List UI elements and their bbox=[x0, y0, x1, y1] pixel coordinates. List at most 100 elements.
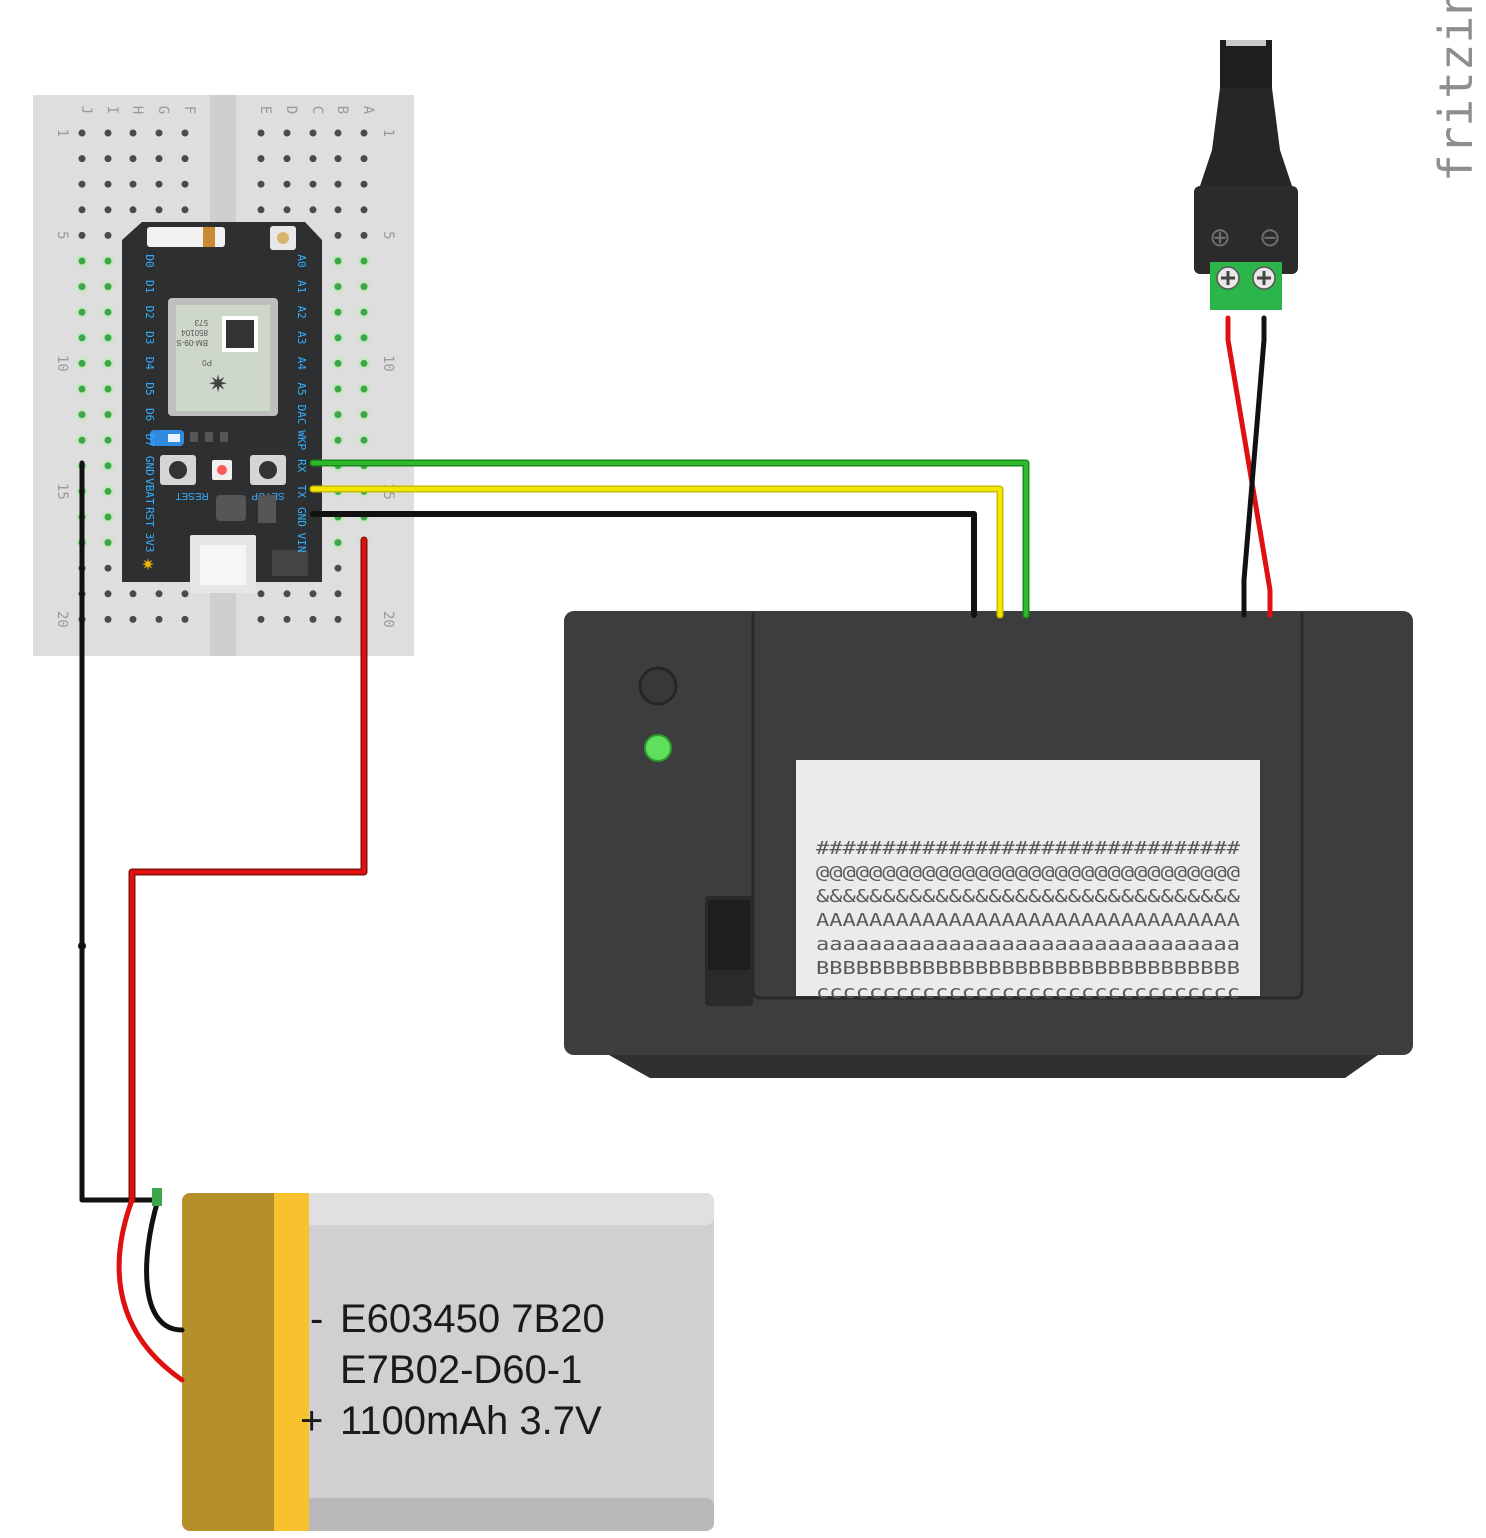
paper-text-line: BBBBBBBBBBBBBBBBBBBBBBBBBBBBBBBB bbox=[816, 958, 1240, 979]
breadboard-hole bbox=[78, 155, 86, 163]
breadboard-hole bbox=[257, 155, 265, 163]
photon-pin-label: D5 bbox=[143, 382, 156, 395]
photon-pin-label: A0 bbox=[295, 254, 308, 267]
breadboard-hole bbox=[334, 615, 342, 623]
breadboard-hole-dot bbox=[334, 334, 342, 342]
column-letter: G bbox=[155, 106, 171, 114]
breadboard-hole-dot bbox=[78, 385, 86, 393]
breadboard-hole-dot bbox=[104, 334, 112, 342]
breadboard-hole-dot bbox=[104, 462, 112, 470]
breadboard-hole-dot bbox=[104, 283, 112, 291]
breadboard-hole-dot bbox=[334, 257, 342, 265]
column-letter: D bbox=[283, 106, 299, 114]
column-letter: H bbox=[129, 106, 145, 114]
breadboard-hole bbox=[334, 206, 342, 214]
dc-barrel-jack[interactable]: ⊕ ⊖ bbox=[1194, 40, 1298, 310]
paper-text-line: &&&&&&&&&&&&&&&&&&&&&&&&&&&&&&&& bbox=[816, 886, 1240, 907]
breadboard-hole-dot bbox=[334, 385, 342, 393]
breadboard-hole bbox=[360, 231, 368, 239]
wire-tx-yellow[interactable] bbox=[309, 485, 1004, 619]
breadboard-hole bbox=[181, 590, 189, 598]
breadboard-hole bbox=[334, 231, 342, 239]
breadboard-hole bbox=[104, 155, 112, 163]
breadboard-hole bbox=[78, 231, 86, 239]
breadboard-hole bbox=[181, 129, 189, 137]
column-letter: I bbox=[104, 106, 120, 114]
breadboard-hole-dot bbox=[104, 308, 112, 316]
photon-pin-label: WKP bbox=[295, 430, 308, 450]
breadboard-hole-dot bbox=[334, 359, 342, 367]
column-letter: J bbox=[78, 106, 94, 114]
photon-star-icon: ✷ bbox=[208, 371, 228, 398]
reset-label: RESET bbox=[175, 490, 208, 501]
plus-terminal-icon: ⊕ bbox=[1209, 222, 1231, 252]
breadboard-hole-dot bbox=[360, 257, 368, 265]
breadboard-hole-dot bbox=[360, 283, 368, 291]
breadboard-hole-dot bbox=[78, 257, 86, 265]
lipo-battery[interactable]: - + E603450 7B20 E7B02-D60-1 1100mAh 3.7… bbox=[182, 1193, 714, 1531]
breadboard-hole bbox=[360, 129, 368, 137]
printer-button[interactable] bbox=[638, 666, 678, 706]
breadboard-hole-dot bbox=[334, 283, 342, 291]
breadboard-hole bbox=[257, 206, 265, 214]
breadboard-hole bbox=[257, 615, 265, 623]
photon-pin-label: VBAT bbox=[143, 478, 156, 505]
photon-pin-label: D4 bbox=[143, 357, 156, 371]
photon-pin-label: 3V3 bbox=[143, 533, 156, 553]
wire-printer-black[interactable] bbox=[1241, 315, 1267, 618]
photon-pins: D0D1D2D3D4D5D6D7GNDVBATRST3V3A0A1A2A3A4A… bbox=[143, 254, 308, 552]
battery-plus-mark: + bbox=[300, 1399, 323, 1443]
breadboard-hole bbox=[155, 180, 163, 188]
column-letter: A bbox=[360, 106, 376, 115]
breadboard-hole bbox=[334, 155, 342, 163]
breadboard-hole bbox=[181, 155, 189, 163]
thermal-printer[interactable]: ################################@@@@@@@@… bbox=[564, 611, 1413, 1078]
breadboard-hole bbox=[78, 129, 86, 137]
photon-pin-label: D3 bbox=[143, 331, 156, 344]
breadboard-hole bbox=[104, 231, 112, 239]
wire-gnd-black[interactable] bbox=[310, 511, 977, 618]
breadboard-hole bbox=[155, 155, 163, 163]
breadboard-hole bbox=[129, 590, 137, 598]
photon-pin-label: D6 bbox=[143, 408, 156, 421]
breadboard-hole-dot bbox=[360, 411, 368, 419]
photon-pin-label: GND bbox=[143, 456, 156, 476]
particle-photon[interactable]: ✷ P0 BM-09-S 850104 573 RESET SETUP ✷ D0… bbox=[122, 222, 322, 593]
photon-pin-label: A2 bbox=[295, 306, 308, 319]
breadboard-hole bbox=[309, 180, 317, 188]
photon-module-text-1: P0 bbox=[202, 358, 212, 367]
column-letter: F bbox=[181, 106, 197, 114]
photon-pin-label: D0 bbox=[143, 254, 156, 267]
breadboard-hole-dot bbox=[360, 359, 368, 367]
wires bbox=[78, 315, 1273, 1383]
breadboard-hole-dot bbox=[360, 334, 368, 342]
printer-led bbox=[644, 734, 672, 762]
breadboard-hole bbox=[283, 590, 291, 598]
breadboard-hole bbox=[334, 180, 342, 188]
photon-pin-label: RX bbox=[295, 459, 308, 473]
photon-pin-label: D1 bbox=[143, 280, 156, 293]
photon-pin-label: RST bbox=[143, 507, 156, 527]
breadboard-hole-dot bbox=[334, 308, 342, 316]
breadboard-hole-dot bbox=[104, 539, 112, 547]
breadboard-hole bbox=[181, 180, 189, 188]
breadboard-hole bbox=[155, 615, 163, 623]
breadboard-hole bbox=[104, 564, 112, 572]
wire-printer-red[interactable] bbox=[1225, 315, 1273, 618]
breadboard-hole bbox=[334, 564, 342, 572]
breadboard-hole bbox=[104, 615, 112, 623]
breadboard-hole bbox=[257, 129, 265, 137]
breadboard-hole bbox=[155, 129, 163, 137]
row-number: 5 bbox=[380, 231, 396, 239]
breadboard-hole bbox=[129, 155, 137, 163]
photon-pin-label: A4 bbox=[295, 357, 308, 371]
breadboard-hole-dot bbox=[360, 308, 368, 316]
breadboard-hole bbox=[283, 180, 291, 188]
photon-pin-label: VIN bbox=[295, 533, 308, 553]
breadboard-hole bbox=[360, 206, 368, 214]
row-number: 5 bbox=[54, 231, 70, 239]
breadboard-hole bbox=[257, 590, 265, 598]
